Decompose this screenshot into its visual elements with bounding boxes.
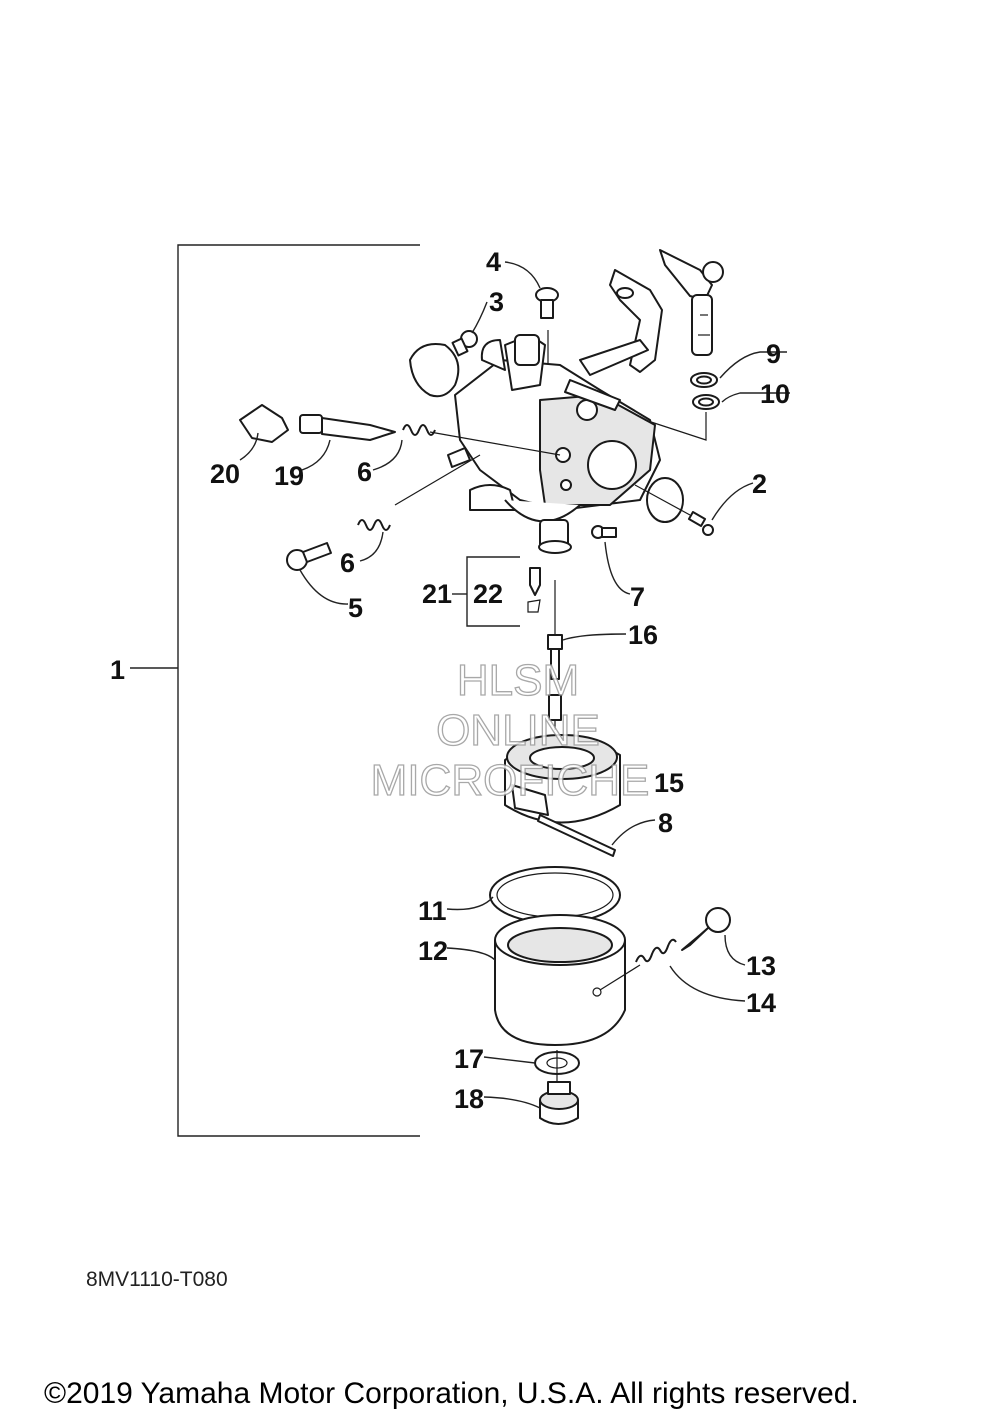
callout-17: 17 <box>454 1044 484 1074</box>
callout-1: 1 <box>110 655 125 685</box>
screw-5 <box>286 542 332 571</box>
callout-13: 13 <box>746 951 776 981</box>
pin-8 <box>537 814 616 857</box>
copyright-notice: ©2019 Yamaha Motor Corporation, U.S.A. A… <box>44 1377 859 1410</box>
callout-7: 7 <box>630 582 645 612</box>
callout-15: 15 <box>654 768 684 798</box>
watermark-line-3: MICROFICHE <box>371 756 650 805</box>
sub-bracket-21 <box>452 556 520 627</box>
needle-valve-22 <box>527 567 541 613</box>
callout-labels: 1 2 3 4 5 6 6 7 8 9 10 11 12 13 14 15 16… <box>110 247 790 1114</box>
throttle-bracket <box>564 269 663 411</box>
callout-5: 5 <box>348 593 363 623</box>
main-jet-16 <box>547 634 563 721</box>
callout-12: 12 <box>418 936 448 966</box>
screw-13 <box>681 907 731 951</box>
throttle-plate-2 <box>646 477 684 523</box>
spring-6-upper <box>402 424 436 436</box>
cap-20 <box>239 404 289 443</box>
callout-9: 9 <box>766 339 781 369</box>
callout-14: 14 <box>746 988 776 1018</box>
screw-3 <box>451 330 478 357</box>
spring-6-lower <box>357 519 391 531</box>
leader-lines <box>239 261 790 1109</box>
callout-21: 21 <box>422 579 452 609</box>
watermark-line-1: HLSM <box>457 656 579 705</box>
float-15 <box>504 734 621 824</box>
choke-shaft <box>659 249 724 356</box>
callout-20: 20 <box>210 459 240 489</box>
screw-2 <box>687 511 714 536</box>
drain-bolt-18 <box>539 1081 579 1125</box>
watermark-line-2: ONLINE <box>436 706 600 755</box>
float-bowl-12 <box>494 914 626 1046</box>
assembly-bracket <box>130 244 420 1137</box>
diagram-code: 8MV1110-T080 <box>86 1268 228 1291</box>
callout-2: 2 <box>752 469 767 499</box>
callout-19: 19 <box>274 461 304 491</box>
screw-7 <box>591 525 617 539</box>
choke-plate <box>409 343 460 398</box>
callout-4: 4 <box>486 247 501 277</box>
callout-6-upper: 6 <box>357 457 372 487</box>
watermark: HLSM ONLINE MICROFICHE <box>370 655 650 805</box>
callout-10: 10 <box>760 379 790 409</box>
callout-11: 11 <box>418 896 447 926</box>
callout-6-lower: 6 <box>340 548 355 578</box>
callout-16: 16 <box>628 620 658 650</box>
callout-22: 22 <box>473 579 503 609</box>
callout-3: 3 <box>489 287 504 317</box>
callout-18: 18 <box>454 1084 484 1114</box>
carburetor-body <box>447 334 661 554</box>
callout-8: 8 <box>658 808 673 838</box>
pilot-screw-19 <box>299 414 396 441</box>
screw-4 <box>535 287 559 319</box>
spring-14 <box>635 938 677 963</box>
